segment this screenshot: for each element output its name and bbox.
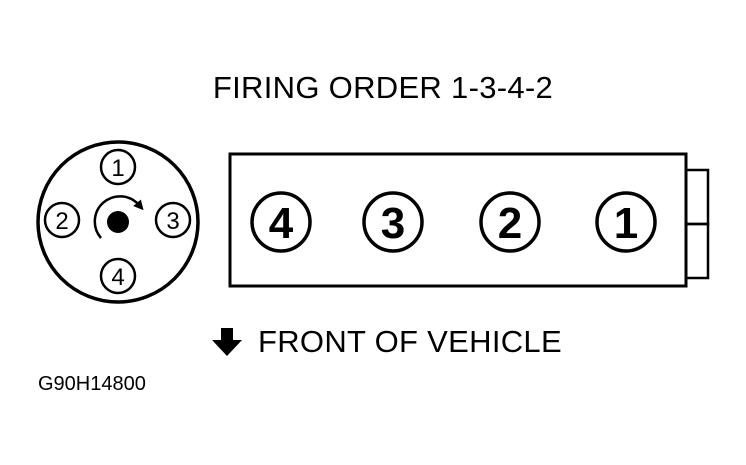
figure-code: G90H14800 xyxy=(38,373,146,395)
front-of-vehicle-indicator: FRONT OF VEHICLE xyxy=(210,324,562,360)
cylinder-label: 4 xyxy=(269,199,294,248)
cylinder-2: 2 xyxy=(479,191,541,253)
distributor-terminal-label: 4 xyxy=(111,264,124,291)
distributor-terminal-1: 1 xyxy=(99,148,137,186)
cylinder-3: 3 xyxy=(362,191,424,253)
cylinder-label: 3 xyxy=(381,199,405,248)
distributor-terminal-label: 3 xyxy=(166,208,179,235)
cylinder-4: 4 xyxy=(250,191,312,253)
down-arrow-icon xyxy=(212,328,242,356)
distributor-terminal-3: 3 xyxy=(154,201,192,239)
distributor-cap: 1 3 4 2 xyxy=(36,140,200,304)
rotor-shaft xyxy=(107,211,129,233)
cylinder-label: 2 xyxy=(498,199,522,248)
distributor-terminal-label: 2 xyxy=(55,208,68,235)
cylinder-label: 1 xyxy=(614,199,638,248)
clockwise-arrow-icon xyxy=(93,195,144,239)
engine-block: 4 3 2 1 xyxy=(228,152,710,288)
engine-end-cover-lower xyxy=(684,222,710,280)
cylinder-1: 1 xyxy=(595,191,657,253)
engine-end-cover-upper xyxy=(684,168,710,226)
distributor-terminal-4: 4 xyxy=(99,257,137,295)
distributor-terminal-2: 2 xyxy=(43,201,81,239)
front-of-vehicle-label: FRONT OF VEHICLE xyxy=(258,324,562,359)
distributor-outline xyxy=(36,140,200,304)
distributor-terminal-label: 1 xyxy=(111,155,124,182)
firing-order-title: FIRING ORDER 1-3-4-2 xyxy=(212,70,554,105)
